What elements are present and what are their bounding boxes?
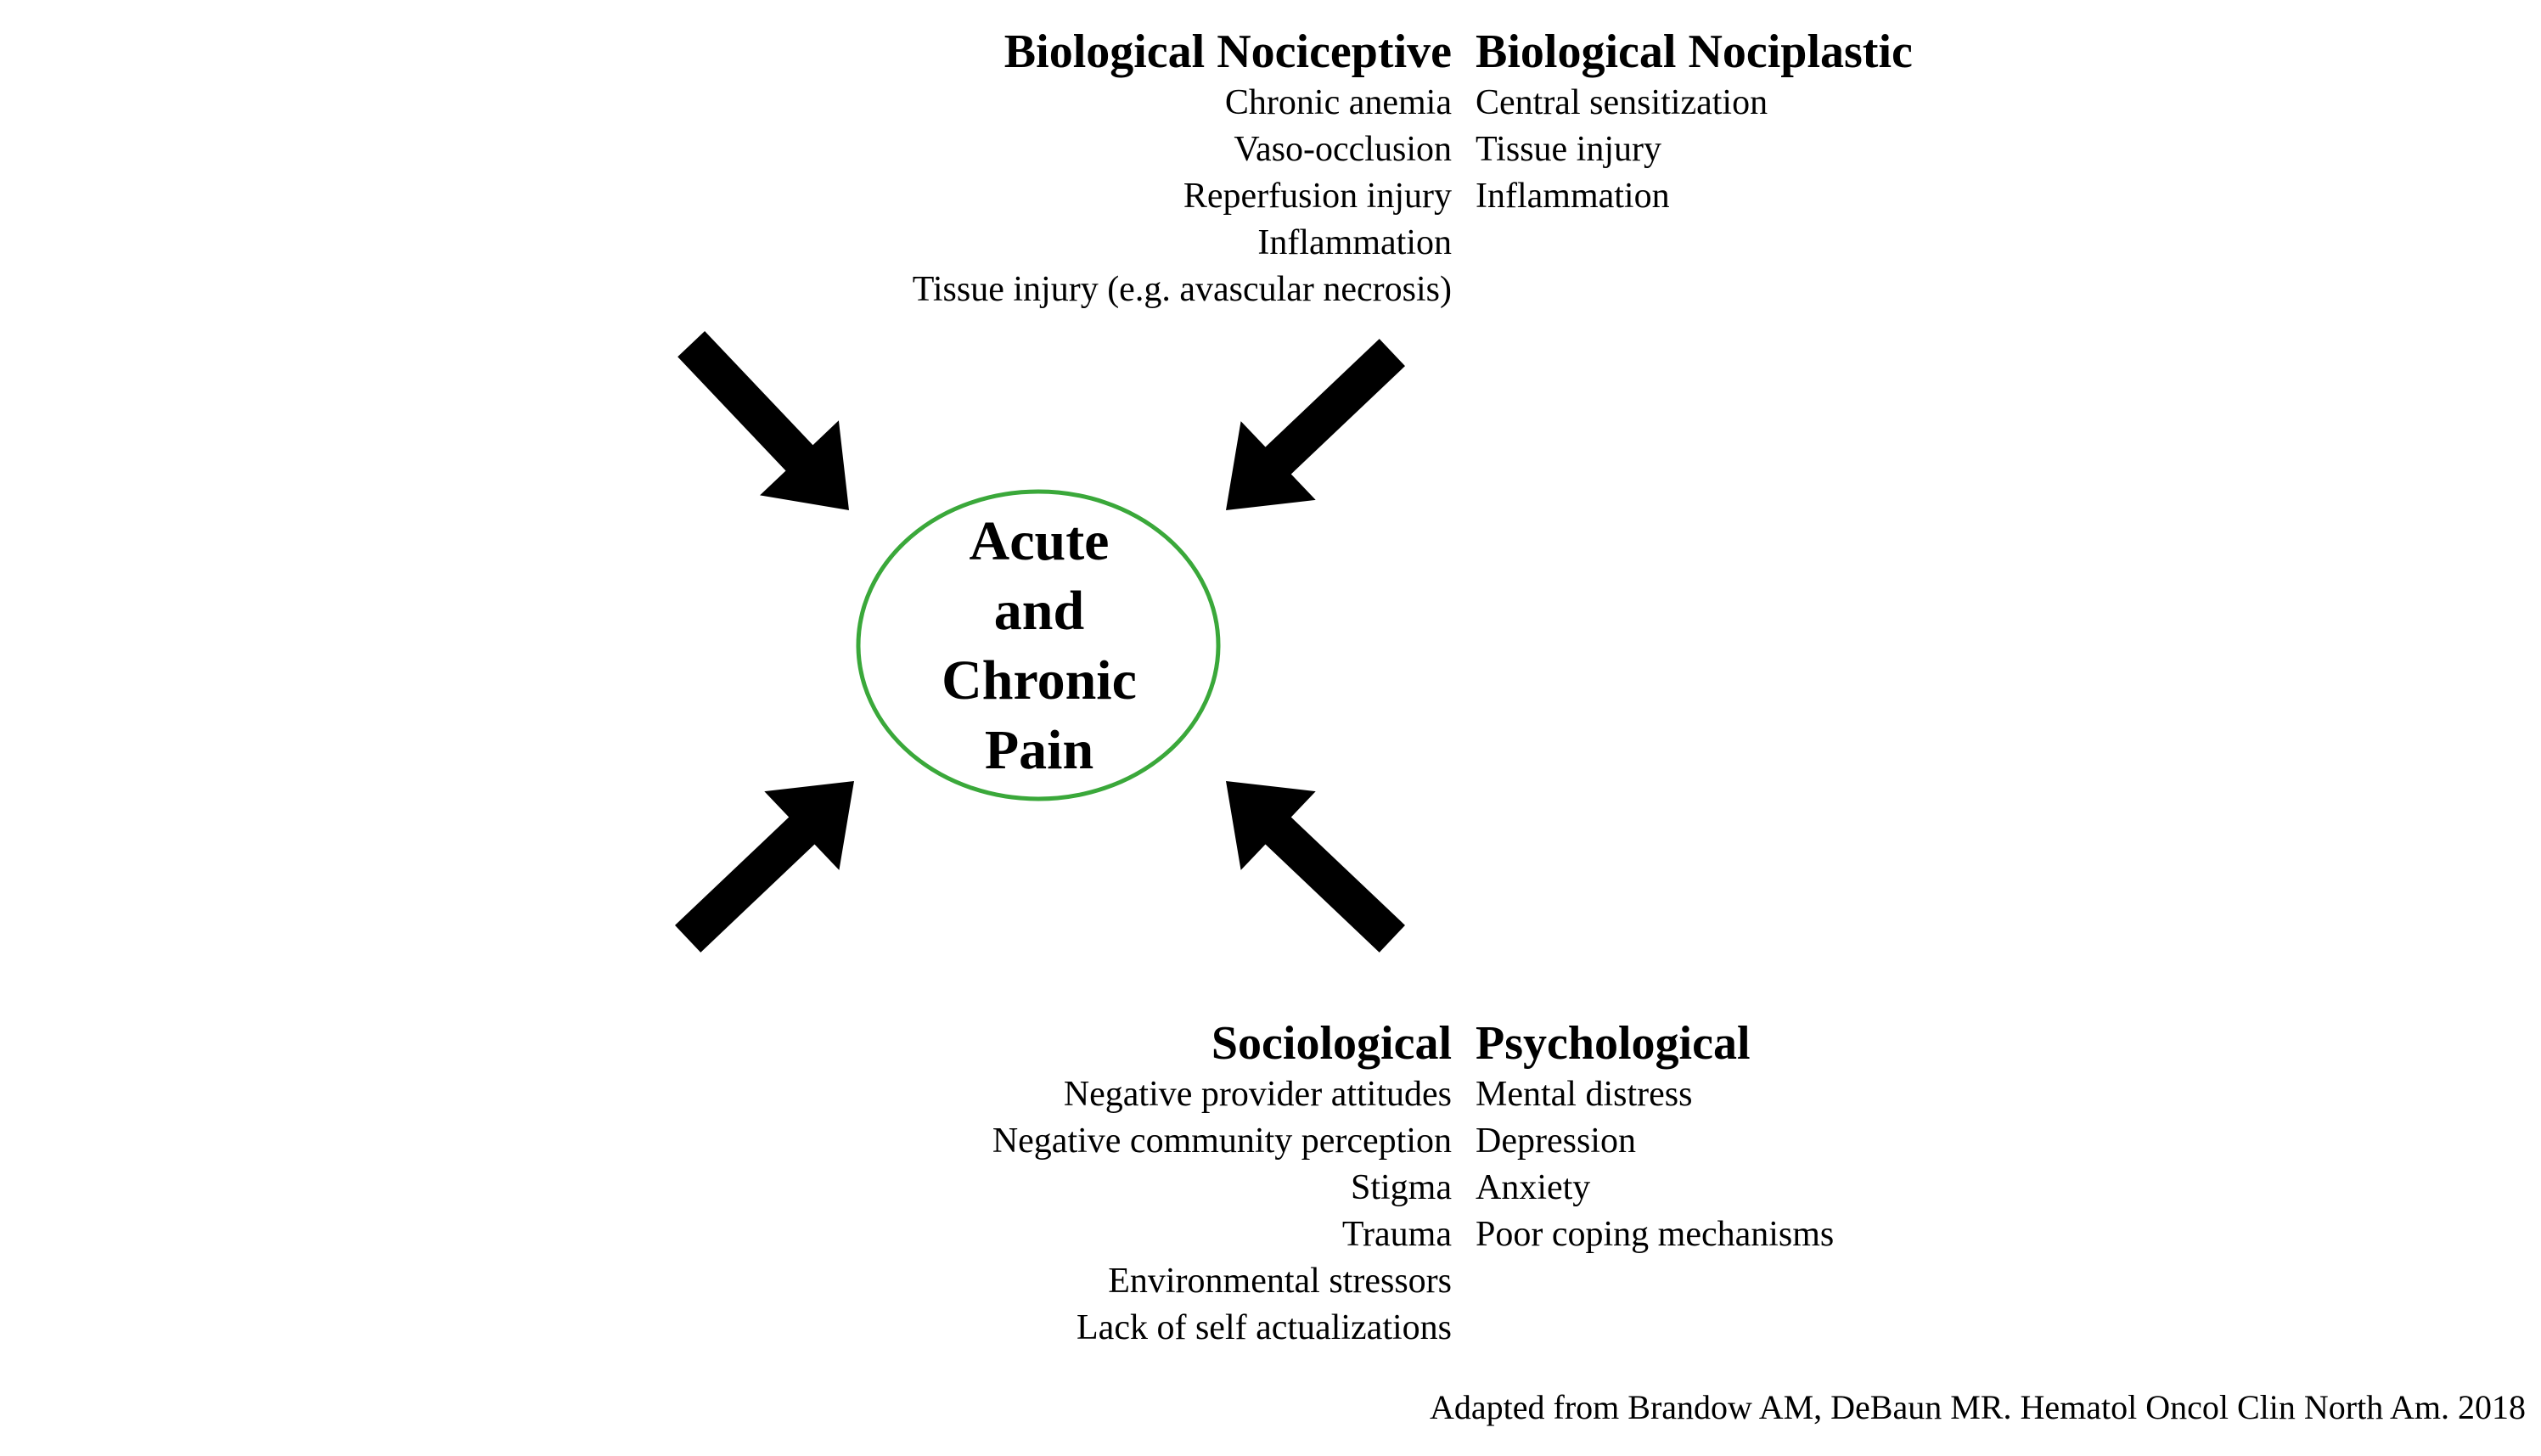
list-item: Tissue injury: [1476, 130, 1662, 169]
heading-biological-nociceptive: Biological Nociceptive: [1003, 25, 1452, 78]
list-item: Chronic anemia: [1224, 83, 1452, 122]
list-item: Inflammation: [1257, 223, 1452, 262]
center-label-line: Chronic: [942, 649, 1137, 711]
citation: Adapted from Brandow AM, DeBaun MR. Hema…: [1430, 1388, 2526, 1426]
list-item: Poor coping mechanisms: [1476, 1215, 1835, 1254]
list-item: Negative provider attitudes: [1063, 1075, 1452, 1114]
list-item: Tissue injury (e.g. avascular necrosis): [912, 270, 1452, 309]
list-item: Negative community perception: [992, 1122, 1452, 1161]
list-item: Anxiety: [1476, 1168, 1591, 1207]
heading-biological-nociplastic: Biological Nociplastic: [1476, 25, 1913, 78]
center-label-line: and: [993, 580, 1085, 642]
center-label: Acute and Chronic Pain: [854, 491, 1224, 801]
group-biological-nociplastic: Biological Nociplastic Central sensitiza…: [1476, 24, 2325, 220]
list-item: Inflammation: [1476, 177, 1670, 216]
group-psychological: Psychological Mental distress Depression…: [1476, 1015, 2325, 1258]
list-biological-nociplastic: Central sensitization Tissue injury Infl…: [1476, 80, 2325, 220]
arrow-from-psychological: [1188, 741, 1430, 979]
list-item: Mental distress: [1476, 1075, 1693, 1114]
list-psychological: Mental distress Depression Anxiety Poor …: [1476, 1071, 2325, 1258]
list-item: Reperfusion injury: [1183, 177, 1452, 216]
arrow-from-biological-nociplastic: [1188, 312, 1430, 550]
center-label-line: Pain: [984, 719, 1094, 781]
list-item: Vaso-occlusion: [1234, 130, 1452, 169]
list-sociological: Negative provider attitudes Negative com…: [603, 1071, 1452, 1352]
group-sociological: Sociological Negative provider attitudes…: [603, 1015, 1452, 1352]
list-item: Trauma: [1341, 1215, 1452, 1254]
group-biological-nociceptive: Biological Nociceptive Chronic anemia Va…: [603, 24, 1452, 313]
list-biological-nociceptive: Chronic anemia Vaso-occlusion Reperfusio…: [603, 80, 1452, 313]
heading-sociological: Sociological: [1211, 1017, 1452, 1070]
list-item: Central sensitization: [1476, 83, 1768, 122]
arrow-from-biological-nociceptive: [651, 306, 889, 548]
list-item: Depression: [1476, 1122, 1636, 1161]
list-item: Stigma: [1350, 1168, 1452, 1207]
list-item: Environmental stressors: [1108, 1262, 1452, 1301]
heading-psychological: Psychological: [1476, 1017, 1751, 1070]
list-item: Lack of self actualizations: [1077, 1308, 1452, 1347]
center-label-line: Acute: [969, 510, 1110, 572]
center-ellipse: [856, 489, 1221, 801]
